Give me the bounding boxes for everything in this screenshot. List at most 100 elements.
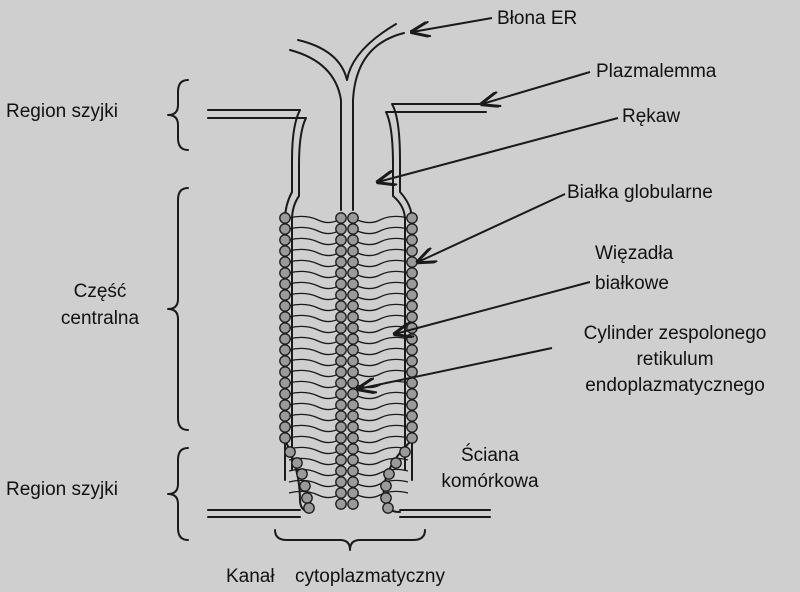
label-cylinder-line2: retikulum bbox=[555, 348, 795, 371]
spoke-right bbox=[353, 238, 408, 244]
spoke-left bbox=[289, 381, 341, 387]
bead-cylinder-left bbox=[336, 378, 346, 388]
bead-outer-left bbox=[280, 345, 290, 355]
bead-cylinder-right bbox=[348, 400, 358, 410]
bead-outer-right bbox=[407, 433, 417, 443]
bead-outer-right bbox=[407, 345, 417, 355]
bead-cylinder-left bbox=[336, 257, 346, 267]
bead-outer-right bbox=[407, 224, 417, 234]
spoke-right bbox=[353, 282, 408, 288]
bead-outer-right bbox=[407, 290, 417, 300]
bead-outer-right bbox=[407, 268, 417, 278]
bead-outer-left bbox=[280, 213, 290, 223]
spoke-left bbox=[289, 403, 341, 409]
spoke-right bbox=[353, 337, 408, 343]
bead-cylinder-right bbox=[348, 323, 358, 333]
bead-outer-left bbox=[280, 400, 290, 410]
spoke-left bbox=[289, 337, 341, 343]
spoke-left bbox=[289, 414, 341, 420]
bead-neck-right bbox=[381, 493, 391, 503]
label-czesc-line2: centralna bbox=[40, 307, 160, 330]
bead-outer-right bbox=[407, 422, 417, 432]
label-bialka-globularne: Białka globularne bbox=[567, 181, 713, 204]
bead-cylinder-right bbox=[348, 378, 358, 388]
bead-outer-right bbox=[407, 246, 417, 256]
spoke-left bbox=[289, 293, 341, 299]
bead-cylinder-left bbox=[336, 488, 346, 498]
bead-neck-left bbox=[285, 447, 295, 457]
bead-cylinder-right bbox=[348, 246, 358, 256]
spoke-left bbox=[289, 282, 341, 288]
bead-cylinder-right bbox=[348, 257, 358, 267]
arrow-plazmalemma bbox=[482, 72, 590, 104]
bead-cylinder-left bbox=[336, 213, 346, 223]
label-cylinder-line3: endoplazmatycznego bbox=[555, 374, 795, 397]
bead-cylinder-right bbox=[348, 312, 358, 322]
spoke-left bbox=[289, 370, 341, 376]
bead-outer-left bbox=[280, 389, 290, 399]
spoke-left bbox=[289, 271, 341, 277]
bead-outer-left bbox=[280, 378, 290, 388]
spoke-right bbox=[353, 414, 408, 420]
bead-outer-right bbox=[407, 356, 417, 366]
bead-cylinder-left bbox=[336, 345, 346, 355]
spoke-left bbox=[289, 359, 341, 365]
bead-outer-right bbox=[407, 411, 417, 421]
bead-outer-left bbox=[280, 224, 290, 234]
brace-region-szyjki-bottom bbox=[168, 448, 188, 540]
bead-cylinder-right bbox=[348, 224, 358, 234]
bead-cylinder-right bbox=[348, 477, 358, 487]
spoke-left bbox=[289, 216, 341, 222]
bead-neck-right bbox=[400, 447, 410, 457]
bead-cylinder-left bbox=[336, 367, 346, 377]
bead-outer-right bbox=[407, 301, 417, 311]
bead-neck-left bbox=[297, 469, 307, 479]
bead-cylinder-left bbox=[336, 422, 346, 432]
bead-cylinder-left bbox=[336, 323, 346, 333]
arrow-bialka-globularne bbox=[418, 194, 565, 262]
bead-cylinder-right bbox=[348, 290, 358, 300]
bead-cylinder-right bbox=[348, 301, 358, 311]
spoke-left bbox=[289, 491, 341, 497]
bead-outer-left bbox=[280, 367, 290, 377]
label-blona-er: Błona ER bbox=[497, 7, 577, 30]
bead-outer-left bbox=[280, 312, 290, 322]
cell-wall-lines bbox=[208, 510, 490, 517]
spoke-right bbox=[353, 425, 408, 431]
bead-cylinder-right bbox=[348, 334, 358, 344]
bead-outer-right bbox=[407, 213, 417, 223]
bead-outer-right bbox=[407, 334, 417, 344]
bead-cylinder-left bbox=[336, 400, 346, 410]
spoke-left bbox=[289, 480, 341, 486]
spoke-right bbox=[353, 227, 408, 233]
spoke-left bbox=[289, 348, 341, 354]
bead-neck-left bbox=[302, 493, 312, 503]
bead-cylinder-right bbox=[348, 389, 358, 399]
bead-cylinder-right bbox=[348, 345, 358, 355]
er-membrane-right bbox=[353, 33, 404, 210]
spoke-right bbox=[353, 359, 408, 365]
bead-outer-left bbox=[280, 290, 290, 300]
bead-outer-right bbox=[407, 389, 417, 399]
spoke-left bbox=[289, 436, 341, 442]
bead-outer-left bbox=[280, 301, 290, 311]
bead-cylinder-right bbox=[348, 268, 358, 278]
globular-proteins bbox=[280, 213, 417, 513]
bead-outer-right bbox=[407, 400, 417, 410]
label-sciana-line2: komórkowa bbox=[420, 470, 560, 493]
er-membrane bbox=[290, 24, 404, 210]
spoke-left bbox=[289, 238, 341, 244]
spoke-right bbox=[353, 216, 408, 222]
bead-cylinder-left bbox=[336, 466, 346, 476]
brace-region-szyjki-top bbox=[168, 80, 188, 150]
bead-neck-right bbox=[391, 458, 401, 468]
spoke-left bbox=[289, 425, 341, 431]
spoke-left bbox=[289, 392, 341, 398]
bead-outer-left bbox=[280, 235, 290, 245]
label-rekaw: Rękaw bbox=[622, 105, 680, 128]
spoke-right bbox=[353, 271, 408, 277]
spoke-left bbox=[289, 227, 341, 233]
bead-cylinder-right bbox=[348, 455, 358, 465]
bead-cylinder-right bbox=[348, 235, 358, 245]
label-region-szyjki-bottom: Region szyjki bbox=[6, 478, 118, 501]
